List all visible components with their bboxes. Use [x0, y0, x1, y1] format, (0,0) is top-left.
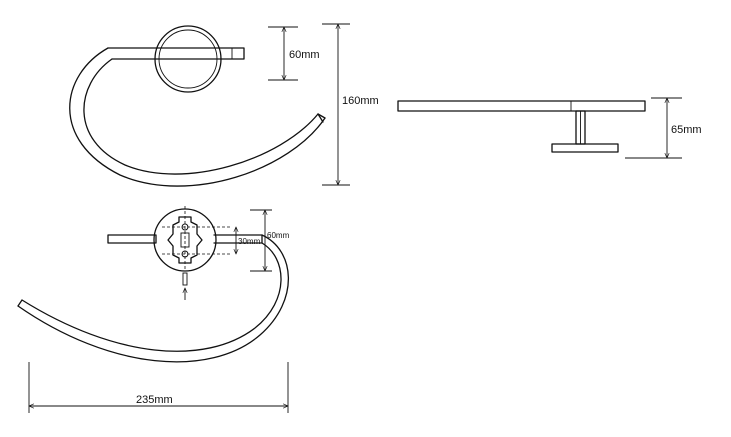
plan-view: 30mm 60mm 235mm	[17, 206, 290, 413]
front-top-bar	[107, 47, 245, 60]
side-wall-plate	[551, 143, 619, 153]
front-ring-outer	[69, 47, 326, 187]
front-view: 60mm 160mm	[69, 24, 379, 187]
plan-ring-outer	[17, 234, 290, 363]
plan-ring-tip	[17, 299, 23, 307]
plan-screw-shaft	[182, 272, 188, 286]
side-top-bar	[397, 100, 646, 112]
side-view: 65mm	[397, 98, 702, 158]
dim-side-65-label: 65mm	[671, 124, 702, 136]
dim-front-60-label: 60mm	[289, 49, 320, 61]
dim-front-160-label: 160mm	[342, 95, 379, 107]
plan-center-slot	[180, 232, 190, 248]
plan-ring-inner	[21, 242, 282, 352]
plan-bar	[107, 234, 157, 244]
dim-plan-235-label: 235mm	[136, 394, 173, 406]
front-ring-inner	[83, 58, 319, 175]
front-ring-tip-2	[317, 113, 324, 123]
dim-plan-30-label: 30mm	[238, 237, 261, 246]
dim-plan-60-label: 60mm	[267, 231, 290, 240]
plan-bracket	[167, 216, 203, 264]
